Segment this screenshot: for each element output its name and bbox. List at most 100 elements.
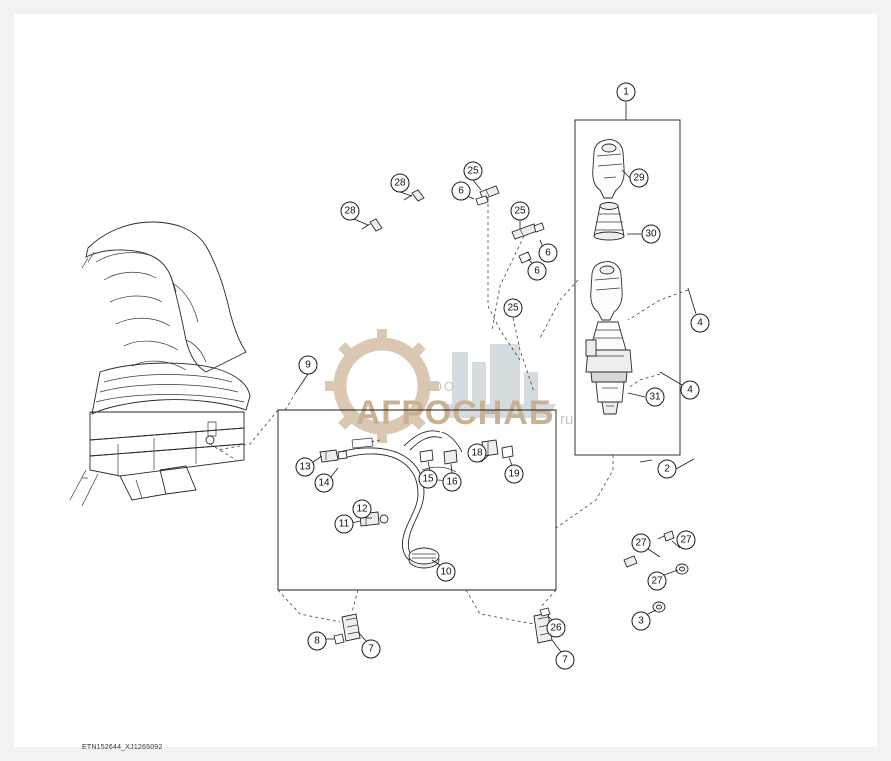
callout-6-b[interactable]: 6	[538, 243, 558, 263]
callout-label: 7	[562, 655, 568, 666]
callout-7-a[interactable]: 7	[361, 639, 381, 659]
connector-15-16	[419, 449, 458, 465]
callout-label: 6	[534, 266, 540, 277]
callout-label: 4	[697, 318, 703, 329]
fastener-6-b	[533, 222, 545, 233]
page-border-right	[877, 0, 891, 761]
callout-label: 13	[299, 462, 311, 473]
callout-6-a[interactable]: 6	[451, 181, 471, 201]
callout-13[interactable]: 13	[295, 457, 315, 477]
bolt-28-a	[403, 189, 425, 202]
callout-3-b[interactable]: 3	[631, 611, 651, 631]
callout-label: 31	[649, 392, 661, 403]
bracket-7-8	[333, 613, 361, 645]
callout-4-a[interactable]: 4	[690, 313, 710, 333]
callout-28-a[interactable]: 28	[390, 173, 410, 193]
callout-label: 6	[458, 186, 464, 197]
callout-6-c[interactable]: 6	[527, 261, 547, 281]
leader-lines	[295, 102, 697, 653]
callout-9[interactable]: 9	[298, 355, 318, 375]
callout-label: 19	[508, 469, 520, 480]
fastener-25-b	[511, 223, 538, 240]
bolt-28-b	[361, 218, 383, 232]
callout-4-b[interactable]: 4	[680, 380, 700, 400]
callout-label: 8	[314, 636, 320, 647]
callout-label: 15	[422, 474, 434, 485]
callout-label: 14	[318, 478, 330, 489]
callout-label: 2	[664, 464, 670, 475]
connector-13-14	[319, 449, 348, 463]
callout-label: 25	[514, 206, 526, 217]
callout-label: 26	[550, 623, 562, 634]
joystick-box	[574, 119, 681, 456]
page-border-top	[0, 0, 891, 14]
joystick-boot-30	[593, 202, 625, 241]
callout-label: 28	[394, 178, 406, 189]
dashed-paths	[217, 198, 689, 625]
watermark-line3: ru	[560, 411, 573, 428]
joystick-assembly-31	[585, 261, 633, 415]
callout-label: 27	[651, 576, 663, 587]
connector-18-19	[481, 439, 514, 459]
fastener-6-a	[475, 195, 489, 206]
drawing-reference-code: ETN152644_XJ1265092	[82, 744, 163, 751]
callout-29[interactable]: 29	[629, 168, 649, 188]
callout-15[interactable]: 15	[418, 469, 438, 489]
callout-16[interactable]: 16	[442, 472, 462, 492]
callout-label: 29	[633, 173, 645, 184]
callout-1[interactable]: 1	[616, 82, 636, 102]
callout-26[interactable]: 26	[546, 618, 566, 638]
watermark-line1: ООО	[420, 379, 456, 394]
fastener-27-a	[623, 555, 638, 568]
callout-10[interactable]: 10	[436, 562, 456, 582]
callout-label: 28	[344, 206, 356, 217]
fastener-27-c	[675, 563, 689, 575]
callout-18[interactable]: 18	[467, 443, 487, 463]
callout-label: 11	[339, 519, 350, 530]
callout-27-c[interactable]: 27	[647, 571, 667, 591]
fastener-25-a	[479, 185, 500, 200]
callout-2[interactable]: 2	[657, 459, 677, 479]
callout-8[interactable]: 8	[307, 631, 327, 651]
callout-label: 30	[645, 229, 657, 240]
page-border-bottom	[0, 747, 891, 761]
joystick-grip-29	[592, 139, 625, 199]
callout-27-a[interactable]: 27	[631, 533, 651, 553]
callout-11[interactable]: 11	[334, 514, 354, 534]
callout-14[interactable]: 14	[314, 473, 334, 493]
fastener-6-c	[518, 251, 532, 264]
grommet-3-b	[652, 601, 666, 613]
callout-label: 9	[305, 360, 311, 371]
callout-label: 7	[368, 644, 374, 655]
callout-label: 16	[446, 477, 458, 488]
connector-10	[408, 547, 440, 569]
bracket-26-7	[533, 607, 553, 644]
callout-25-b[interactable]: 25	[510, 201, 530, 221]
callout-30[interactable]: 30	[641, 224, 661, 244]
callout-25-c[interactable]: 25	[503, 298, 523, 318]
callout-12[interactable]: 12	[352, 499, 372, 519]
callout-19[interactable]: 19	[504, 464, 524, 484]
page-border-left	[0, 0, 14, 761]
callout-25-a[interactable]: 25	[463, 161, 483, 181]
seat-assembly	[69, 221, 251, 507]
callout-label: 4	[687, 385, 693, 396]
callout-label: 27	[680, 535, 692, 546]
callout-27-b[interactable]: 27	[676, 530, 696, 550]
callout-label: 18	[471, 448, 483, 459]
harness-box	[277, 409, 557, 591]
callout-label: 6	[545, 248, 551, 259]
callout-label: 25	[507, 303, 519, 314]
callout-label: 10	[440, 567, 452, 578]
callout-31[interactable]: 31	[645, 387, 665, 407]
fastener-27-b	[657, 530, 675, 542]
callout-28-b[interactable]: 28	[340, 201, 360, 221]
callout-label: 27	[635, 538, 647, 549]
callout-label: 3	[638, 616, 644, 627]
watermark-line2: АГРОСНАБ	[356, 394, 555, 432]
callout-label: 25	[467, 166, 479, 177]
callout-7-b[interactable]: 7	[555, 650, 575, 670]
callout-label: 12	[356, 504, 368, 515]
